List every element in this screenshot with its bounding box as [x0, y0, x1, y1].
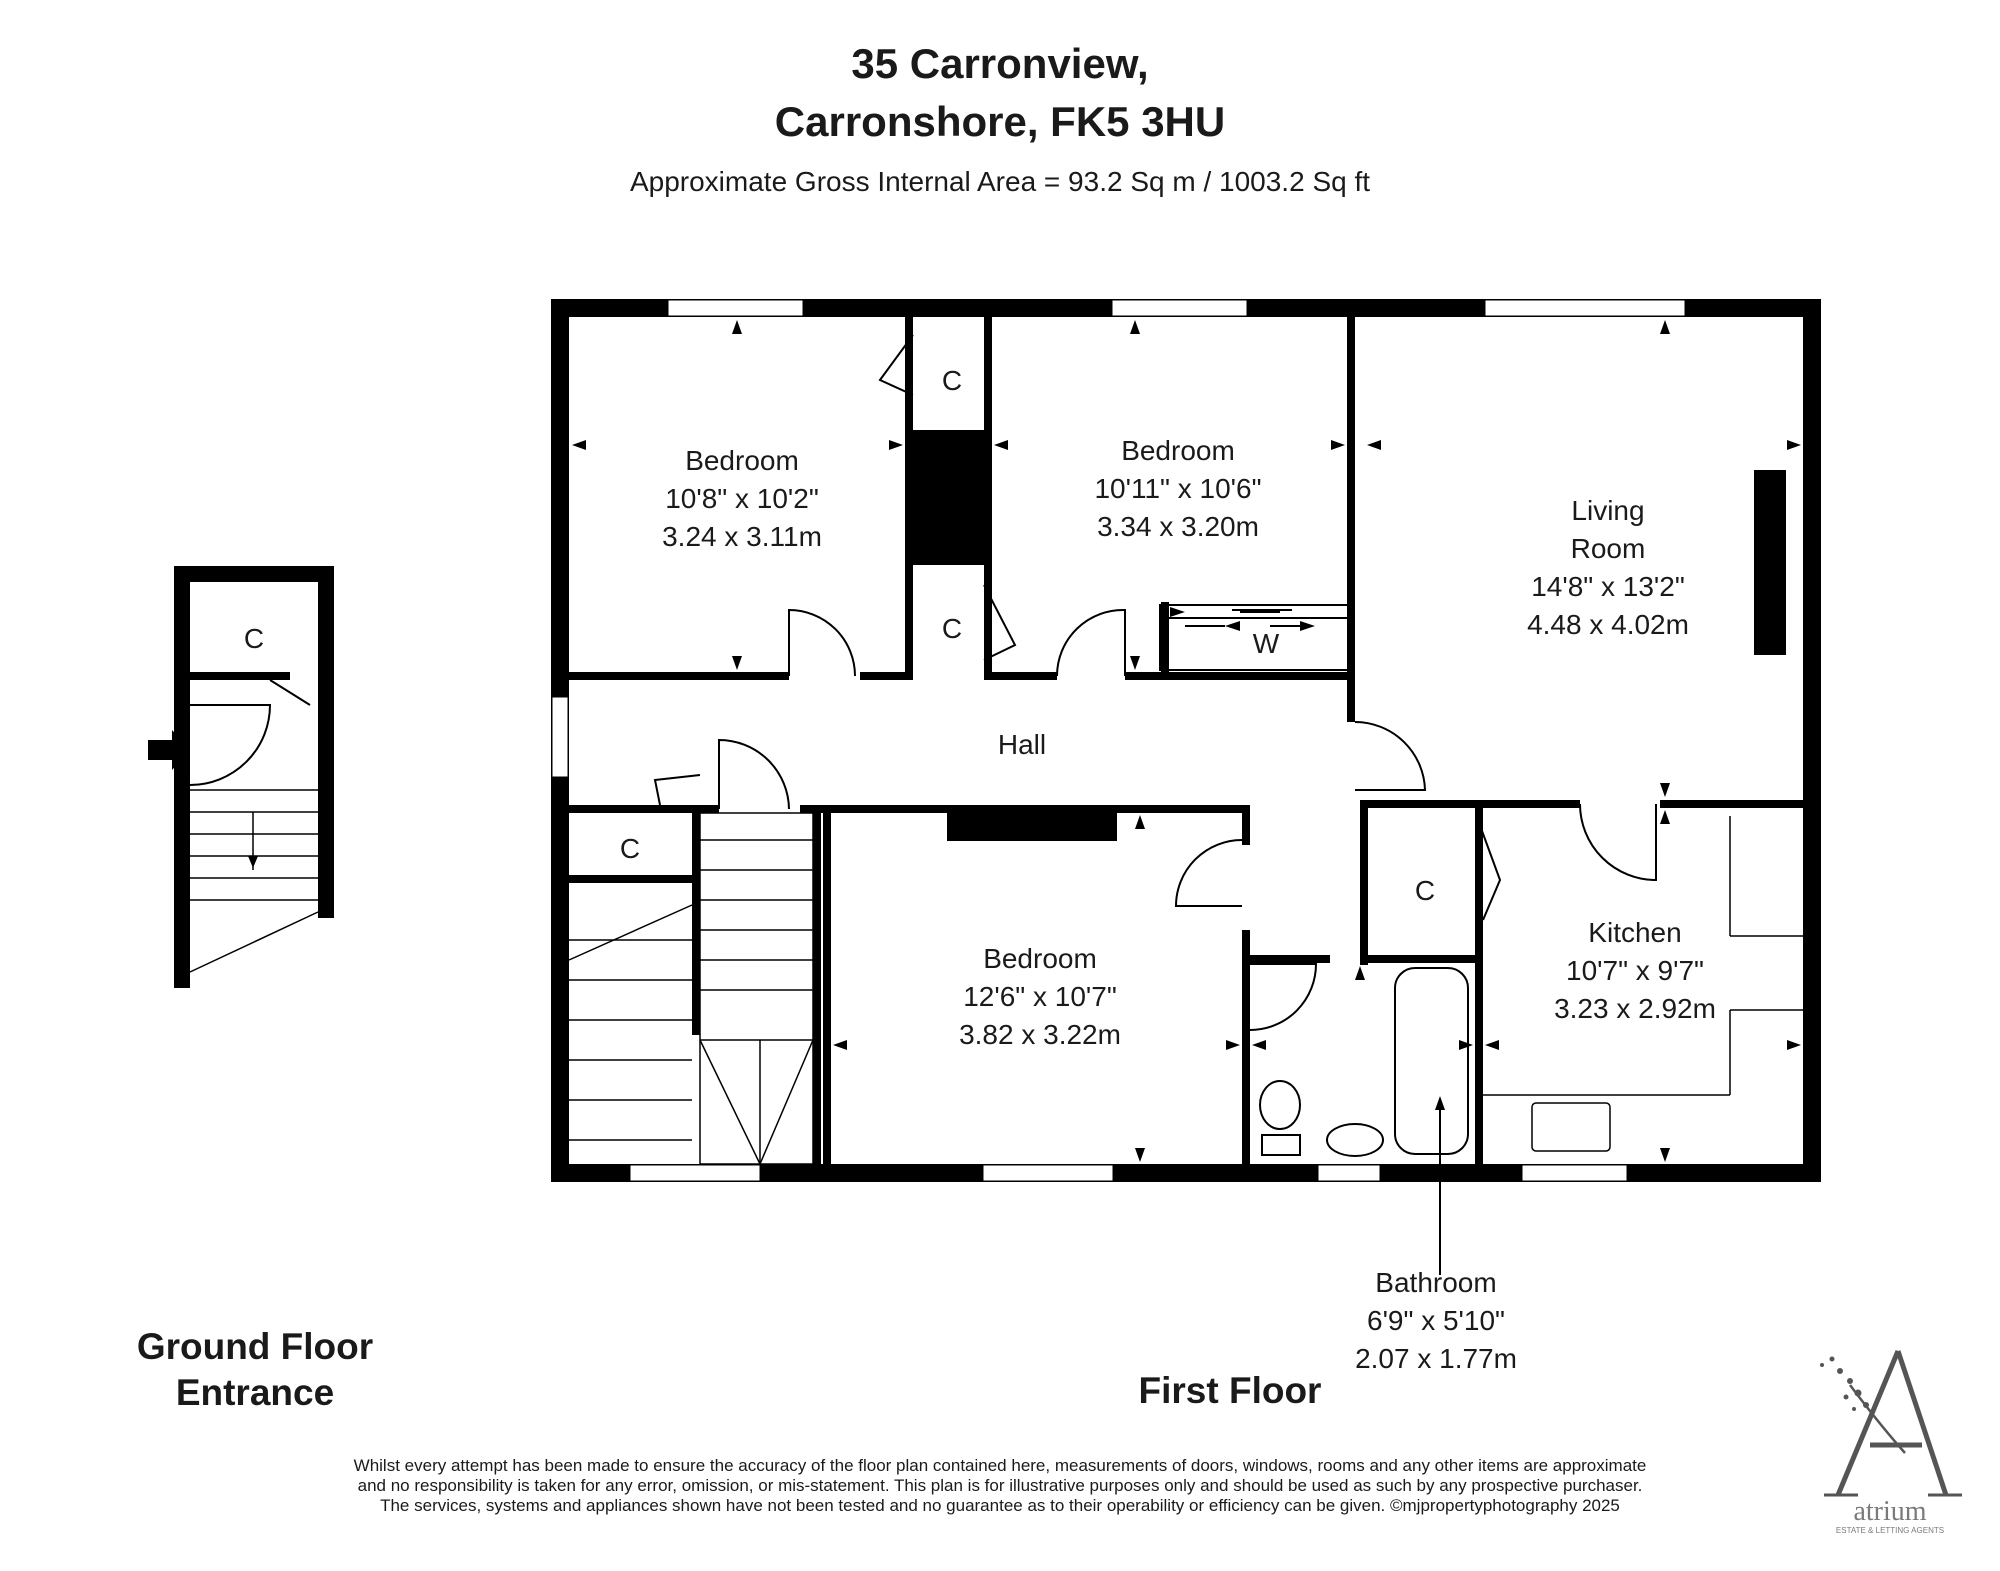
disclaimer: Whilst every attempt has been made to en…: [200, 1456, 1800, 1516]
bedroom2-name: Bedroom: [1121, 435, 1235, 466]
wall-right: [1803, 299, 1821, 1182]
bedroom1-imperial: 10'8" x 10'2": [665, 483, 819, 514]
windows: [551, 299, 1686, 1182]
ground-floor-label: Ground Floor: [136, 1326, 374, 1367]
wall-bottom: [551, 1164, 1821, 1182]
wardrobe: [1159, 604, 1351, 671]
entrance-label: Entrance: [175, 1372, 335, 1413]
atrium-logo-icon: atrium ESTATE & LETTING AGENTS: [1820, 1350, 1962, 1535]
dimension-lines: [1185, 611, 1441, 1275]
wardrobe-label: W: [1253, 628, 1280, 659]
living-room-imperial: 14'8" x 13'2": [1531, 571, 1685, 602]
kitchen-imperial: 10'7" x 9'7": [1566, 955, 1704, 986]
kitchen-metric: 3.23 x 2.92m: [1554, 993, 1716, 1024]
cupboard-label: C: [1415, 875, 1435, 906]
cupboard-label: C: [620, 833, 640, 864]
bathroom-imperial: 6'9" x 5'10": [1367, 1305, 1505, 1336]
hall-name: Hall: [998, 729, 1046, 760]
bedroom1-name: Bedroom: [685, 445, 799, 476]
brand-name: atrium: [1853, 1496, 1926, 1527]
cupboard-label: C: [942, 613, 962, 644]
bathroom-metric: 2.07 x 1.77m: [1355, 1343, 1517, 1374]
cupboard-label: C: [244, 623, 264, 654]
bedroom3-name: Bedroom: [983, 943, 1097, 974]
atrium-logo: atrium ESTATE & LETTING AGENTS: [1810, 1345, 1970, 1535]
brand-tagline: ESTATE & LETTING AGENTS: [1836, 1526, 1944, 1535]
entrance-arrow-icon: [148, 730, 190, 770]
first-floor-label: First Floor: [1138, 1370, 1322, 1411]
kitchen-name: Kitchen: [1588, 917, 1681, 948]
bathroom-fixtures: [1259, 967, 1469, 1157]
cupboard-label: C: [942, 365, 962, 396]
gross-internal-area: Approximate Gross Internal Area = 93.2 S…: [629, 166, 1371, 197]
disclaimer-line-2: and no responsibility is taken for any e…: [357, 1476, 1643, 1495]
address-line-2: Carronshore, FK5 3HU: [774, 98, 1226, 145]
doors: [189, 334, 1657, 1031]
living-room-name-2: Room: [1571, 533, 1646, 564]
living-room-metric: 4.48 x 4.02m: [1527, 609, 1689, 640]
disclaimer-line-1: Whilst every attempt has been made to en…: [353, 1456, 1647, 1475]
bedroom3-metric: 3.82 x 3.22m: [959, 1019, 1121, 1050]
kitchen-fixtures: [1483, 816, 1803, 1152]
bathroom-name: Bathroom: [1375, 1267, 1496, 1298]
address-line-1: 35 Carronview,: [851, 40, 1149, 87]
living-room-name-1: Living: [1571, 495, 1644, 526]
bedroom2-metric: 3.34 x 3.20m: [1097, 511, 1259, 542]
bedroom2-imperial: 10'11" x 10'6": [1094, 473, 1261, 504]
stairs: [189, 789, 814, 1165]
bedroom3-imperial: 12'6" x 10'7": [963, 981, 1117, 1012]
bedroom1-metric: 3.24 x 3.11m: [662, 521, 822, 552]
disclaimer-line-3: The services, systems and appliances sho…: [380, 1496, 1620, 1515]
